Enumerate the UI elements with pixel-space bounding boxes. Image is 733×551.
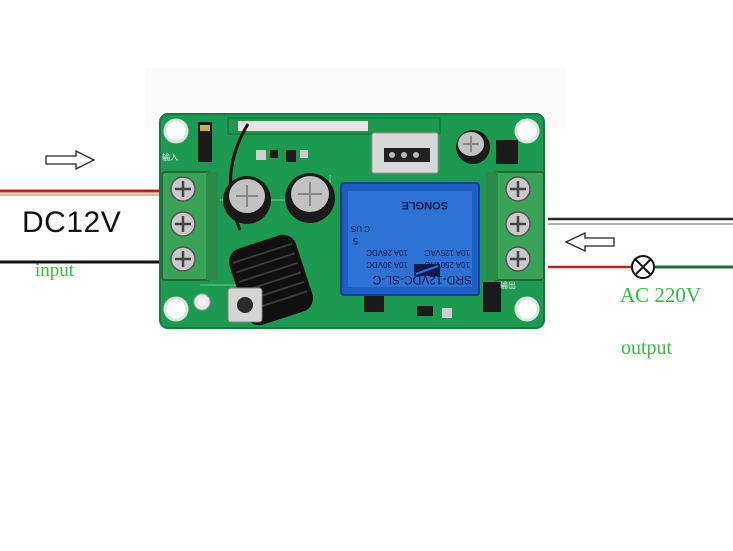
songle-logo-icon xyxy=(414,264,440,276)
output-marking: 输出 xyxy=(500,280,516,290)
mains-voltage-label: AC 220V xyxy=(620,283,702,307)
relay: SRD-12VDC-SL-C 10A 250VAC 10A 30VDC 10A … xyxy=(340,182,480,296)
capacitor xyxy=(285,173,335,223)
input-arrow-icon xyxy=(45,149,96,171)
relay-cert: C US xyxy=(351,224,370,233)
input-wires xyxy=(0,189,170,264)
mount-hole xyxy=(163,118,189,144)
learn-push-button xyxy=(227,287,263,323)
capacitor xyxy=(456,130,490,164)
input-label: input xyxy=(35,260,75,281)
output-label: output xyxy=(621,337,673,359)
relay-model: SRD-12VDC-SL-C xyxy=(372,273,472,287)
output-arrow-icon xyxy=(564,231,615,253)
relay-rating: 10A 28VDC xyxy=(366,248,408,257)
output-wires xyxy=(548,217,733,269)
lamp-icon xyxy=(631,255,655,279)
relay-rating: 10A 250VAC xyxy=(425,260,470,269)
mount-hole xyxy=(514,296,540,322)
output-terminal-block xyxy=(486,171,545,281)
mount-hole xyxy=(514,118,540,144)
mount-hole xyxy=(163,296,189,322)
input-terminal-block xyxy=(161,171,218,281)
relay-rating: 10A 125VAC xyxy=(425,248,470,257)
supply-voltage-label: DC12V xyxy=(22,206,122,239)
input-marking: 输入 xyxy=(162,152,178,162)
relay-rating: 10A 30VDC xyxy=(366,260,408,269)
status-led xyxy=(193,293,211,311)
capacitor xyxy=(223,176,271,224)
relay-pin-count: 5 xyxy=(353,236,358,246)
relay-brand: SONGLE xyxy=(402,199,448,211)
rf-receiver-module xyxy=(227,117,441,174)
